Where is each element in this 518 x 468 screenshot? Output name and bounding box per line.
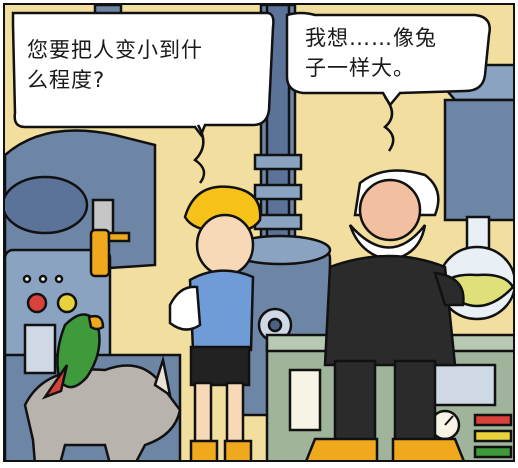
professor-dialogue: 我想……像兔 子一样大。 bbox=[305, 26, 437, 80]
boy-dialogue: 您要把人变小到什 么程度? bbox=[27, 38, 203, 92]
professor-character bbox=[305, 169, 465, 460]
parrot-icon bbox=[41, 313, 105, 400]
boy-character bbox=[168, 185, 262, 460]
speech-bubble-boy bbox=[11, 11, 275, 184]
lab-scene bbox=[5, 5, 513, 460]
comic-panel: 您要把人变小到什 么程度? 我想……像兔 子一样大。 bbox=[3, 3, 515, 462]
speech-bubble-professor bbox=[285, 11, 491, 152]
